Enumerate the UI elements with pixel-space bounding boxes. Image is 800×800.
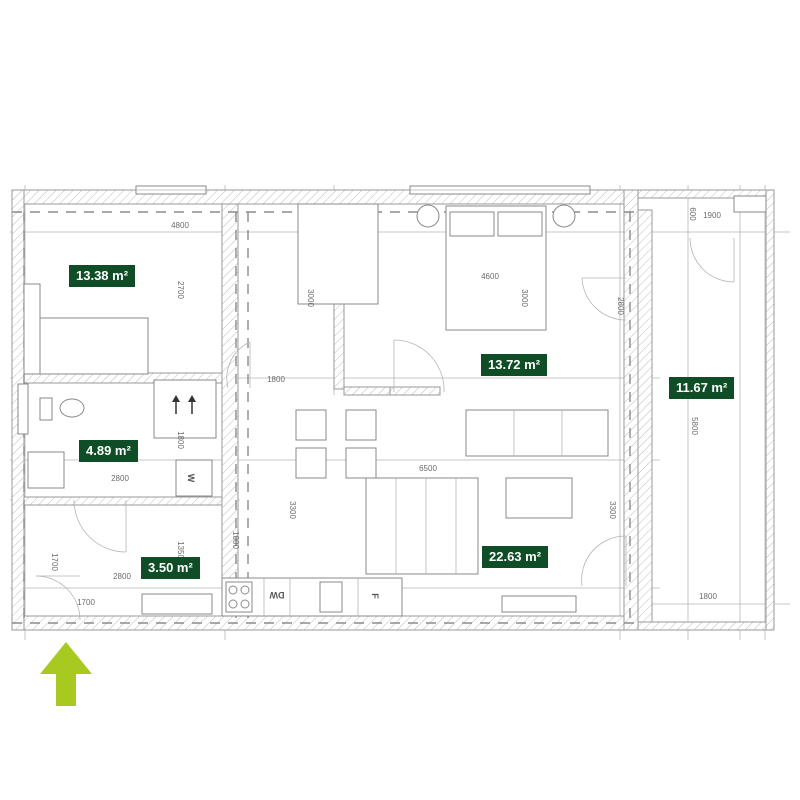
dishwasher-label: DW	[269, 590, 284, 600]
dim-1000: 1000	[231, 531, 240, 549]
fridge-label: F	[370, 593, 380, 599]
area-badge-terrace: 11.67 m²	[669, 377, 735, 399]
dim-3000a: 3000	[306, 289, 315, 307]
dim-6500: 6500	[419, 464, 437, 473]
rug	[365, 477, 479, 575]
dim-1800b: 1800	[176, 431, 185, 449]
arrows-up-icon	[172, 395, 196, 414]
dim-2800c: 2800	[113, 572, 131, 581]
sofa	[465, 409, 609, 457]
dim-600: 600	[688, 207, 697, 221]
dim-1900: 1900	[703, 211, 721, 220]
dim-1800a: 1800	[267, 375, 285, 384]
dim-4800: 4800	[171, 221, 189, 230]
single-bed	[23, 317, 149, 375]
doors	[35, 237, 735, 621]
tv-unit	[505, 477, 573, 519]
dim-3000b: 3000	[520, 289, 529, 307]
area-badge-bedroom-main: 13.72 m²	[481, 354, 548, 376]
area-badge-bathroom: 4.89 m²	[79, 440, 138, 462]
dim-5800: 5800	[690, 417, 699, 435]
dim-1700b: 1700	[77, 598, 95, 607]
dim-1350: 1350	[176, 541, 185, 559]
dim-4600: 4600	[481, 272, 499, 281]
dim-3300a: 3300	[288, 501, 297, 519]
area-badge-bedroom-small: 13.38 m²	[69, 265, 136, 287]
furniture	[17, 203, 609, 617]
dimension-labels: 4800 2700 3000 3000 4600 2800 1900 600 1…	[50, 207, 721, 607]
north-arrow-icon	[40, 642, 92, 706]
dim-2700: 2700	[176, 281, 185, 299]
sink	[27, 451, 65, 489]
dim-1700a: 1700	[50, 553, 59, 571]
dim-2800a: 2800	[616, 297, 625, 315]
dim-2800b: 2800	[111, 474, 129, 483]
area-badge-hall: 3.50 m²	[141, 557, 200, 579]
toilet	[59, 398, 85, 418]
chair	[295, 409, 327, 441]
dim-3300b: 3300	[608, 501, 617, 519]
shower	[153, 379, 217, 439]
washer	[175, 459, 213, 497]
area-badge-living-kitchen: 22.63 m²	[482, 546, 549, 568]
dim-1800c: 1800	[699, 592, 717, 601]
windows	[135, 185, 767, 213]
shoe-cabinet	[141, 593, 213, 615]
washer-label: W	[186, 474, 196, 483]
wardrobe	[297, 203, 379, 305]
